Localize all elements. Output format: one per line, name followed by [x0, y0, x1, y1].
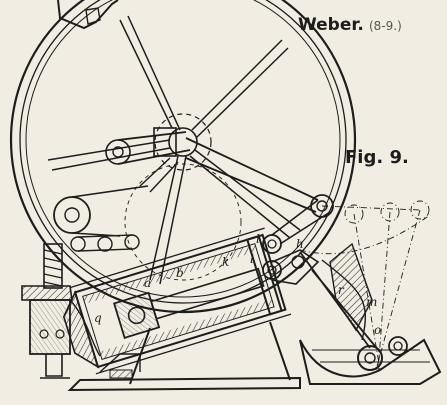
figure-number: Fig. 9. [345, 147, 409, 168]
previous-figure-fragment [57, 0, 119, 30]
construction-lines [124, 163, 431, 373]
label-o: o [374, 323, 381, 337]
author-caption: Weber. [298, 15, 364, 35]
label-b: b [176, 266, 184, 280]
machine-frame [67, 321, 301, 392]
figure-reference: (8-9.) [369, 19, 402, 33]
pivot-bracket [299, 338, 442, 385]
flywheel [9, 0, 357, 314]
part-labels: a b k l l h r m o q [94, 232, 381, 337]
label-r: r [338, 283, 345, 297]
label-l-lower: l [250, 252, 254, 266]
crank-mechanism [105, 127, 334, 218]
label-k: k [222, 255, 229, 269]
small-pulley [53, 185, 149, 252]
flywheel-spokes [47, 15, 301, 285]
label-a: a [144, 276, 151, 290]
label-l-upper: l [256, 232, 260, 246]
valve-gear [21, 243, 101, 379]
label-h: h [296, 237, 304, 251]
label-q: q [94, 311, 102, 325]
lever-mechanism [262, 199, 408, 371]
label-m: m [366, 295, 377, 309]
